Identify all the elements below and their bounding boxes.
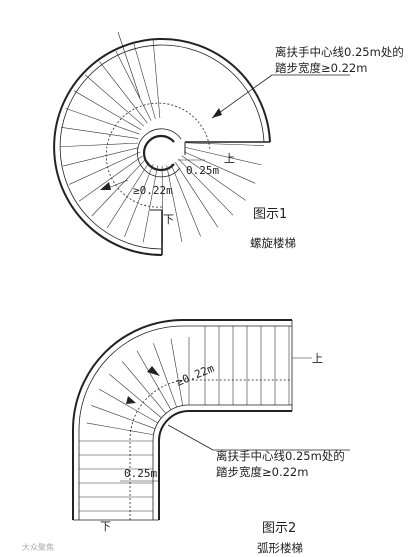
spiral-arrow-right	[212, 108, 222, 118]
spiral-note-leader	[211, 74, 273, 119]
spiral-tread	[73, 90, 142, 131]
watermark: 大众聚焦	[22, 542, 54, 552]
spiral-tread	[183, 151, 256, 184]
spiral-tread	[60, 142, 139, 148]
spiral-tread	[61, 126, 139, 139]
spiral-tread	[152, 40, 161, 119]
spiral-tread	[69, 151, 141, 185]
spiral-caption: 图示1	[253, 207, 287, 222]
curved-dim-inner: 0.25m	[124, 467, 157, 480]
spiral-tread	[185, 147, 262, 166]
spiral-treads	[60, 40, 264, 245]
curved-treads	[79, 326, 290, 512]
spiral-newel	[143, 134, 175, 172]
curved-label-down: 下	[100, 520, 111, 533]
spiral-tread	[99, 61, 148, 124]
spiral-tread	[91, 159, 146, 217]
curved-arrow-left	[126, 396, 136, 404]
spiral-tread	[124, 164, 154, 237]
spiral-tread	[62, 147, 139, 167]
spiral-note-line1: 离扶手中心线0.25m处的	[275, 45, 404, 59]
spiral-label-down: 下	[163, 213, 174, 226]
curved-outer-wall	[72, 319, 292, 520]
curved-tread	[170, 338, 184, 406]
curved-tread	[98, 388, 158, 424]
curved-tread	[109, 373, 162, 419]
spiral-tread	[142, 165, 158, 243]
spiral-dim-inner: 0.25m	[186, 164, 219, 177]
curved-inner-wall	[158, 410, 292, 520]
curved-stair-figure: ≥0.22m 上 离扶手中心线0.25m处的 踏步宽度≥0.22m 0.25m …	[72, 319, 350, 555]
curved-note-line1: 离扶手中心线0.25m处的	[216, 449, 345, 463]
curved-subtitle: 弧形楼梯	[257, 541, 303, 555]
spiral-tread	[178, 159, 234, 216]
spiral-note-line2: 踏步宽度≥0.22m	[275, 61, 367, 75]
curved-tread	[121, 361, 167, 414]
curved-inner-rail	[152, 404, 292, 520]
spiral-tread	[133, 43, 156, 120]
curved-note-leader	[167, 424, 214, 451]
curved-note-line2: 踏步宽度≥0.22m	[216, 465, 308, 479]
curved-tread	[153, 343, 177, 408]
curved-dim-width: ≥0.22m	[174, 362, 216, 389]
spiral-outer-rail	[59, 44, 265, 250]
spiral-dim-leader	[107, 179, 129, 189]
spiral-diagonal-guide	[117, 31, 141, 99]
spiral-dim-width: ≥0.22m	[133, 184, 173, 197]
spiral-tread	[65, 108, 140, 135]
curved-tread	[136, 350, 172, 410]
spiral-tread	[78, 155, 143, 202]
spiral-tread	[185, 142, 264, 146]
curved-tread	[91, 405, 156, 429]
spiral-tread	[85, 74, 145, 127]
curved-outer-rail	[78, 325, 292, 520]
spiral-tread	[106, 162, 150, 229]
spiral-tread	[115, 50, 152, 121]
spiral-tread	[174, 161, 219, 228]
curved-label-up: 上	[312, 352, 323, 365]
curved-tread	[86, 422, 154, 436]
spiral-stair-figure: 离扶手中心线0.25m处的 踏步宽度≥0.22m 0.25m ≥0.22m 上 …	[53, 31, 404, 256]
spiral-label-up: 上	[224, 152, 235, 165]
spiral-newel-rail	[137, 128, 182, 178]
spiral-outer-wall	[53, 38, 271, 256]
spiral-arrow-left	[100, 182, 111, 190]
curved-caption: 图示2	[262, 521, 296, 536]
spiral-tread	[181, 155, 246, 201]
curved-arrow-top	[147, 366, 160, 376]
spiral-tread	[166, 165, 183, 243]
spiral-subtitle: 螺旋楼梯	[250, 236, 296, 250]
spiral-tread	[170, 164, 201, 237]
spiral-walking-line	[105, 102, 211, 208]
